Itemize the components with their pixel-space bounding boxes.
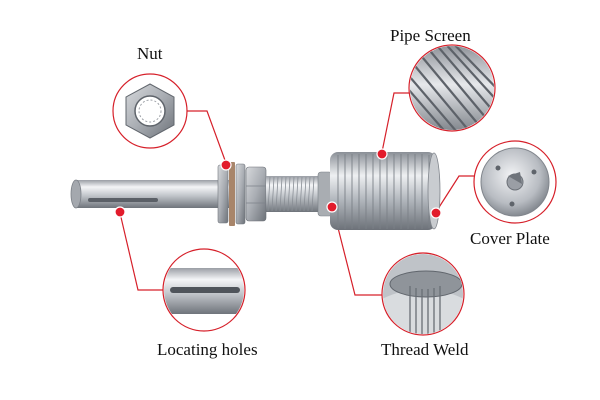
label-thread-weld: Thread Weld xyxy=(381,340,469,359)
zoom-cover-plate xyxy=(473,140,557,224)
leader-nut xyxy=(186,110,227,164)
shaft-end xyxy=(70,179,82,209)
zoom-pipe-screen xyxy=(408,44,496,132)
screen-drum xyxy=(330,152,436,230)
leader-cover-plate xyxy=(435,175,475,213)
washer-front xyxy=(235,163,246,225)
zoom-nut xyxy=(112,73,188,149)
screen-slots xyxy=(337,154,430,229)
marker-locating-holes xyxy=(114,206,126,218)
zoom-locating-holes xyxy=(162,248,246,332)
label-pipe-screen: Pipe Screen xyxy=(390,26,471,45)
locating-slot xyxy=(88,198,158,202)
label-locating-holes: Locating holes xyxy=(157,340,258,359)
zoom-thread-weld xyxy=(381,252,465,336)
washer-copper xyxy=(229,162,235,226)
leader-thread-weld xyxy=(332,207,383,296)
nozzle-assembly xyxy=(70,152,441,230)
shaft xyxy=(74,180,234,208)
leader-locating-holes xyxy=(119,212,164,291)
marker-thread-weld xyxy=(326,201,338,213)
marker-pipe-screen xyxy=(376,148,388,160)
leader-pipe-screen xyxy=(381,92,410,153)
marker-cover-plate xyxy=(430,207,442,219)
markers xyxy=(114,148,442,219)
leader-lines xyxy=(119,92,475,296)
label-cover-plate: Cover Plate xyxy=(470,229,550,248)
label-nut: Nut xyxy=(137,44,163,63)
washer-rear xyxy=(217,164,229,224)
nut-on-shaft xyxy=(245,166,267,222)
locating-hole-slot xyxy=(170,287,240,293)
marker-nut xyxy=(220,159,232,171)
